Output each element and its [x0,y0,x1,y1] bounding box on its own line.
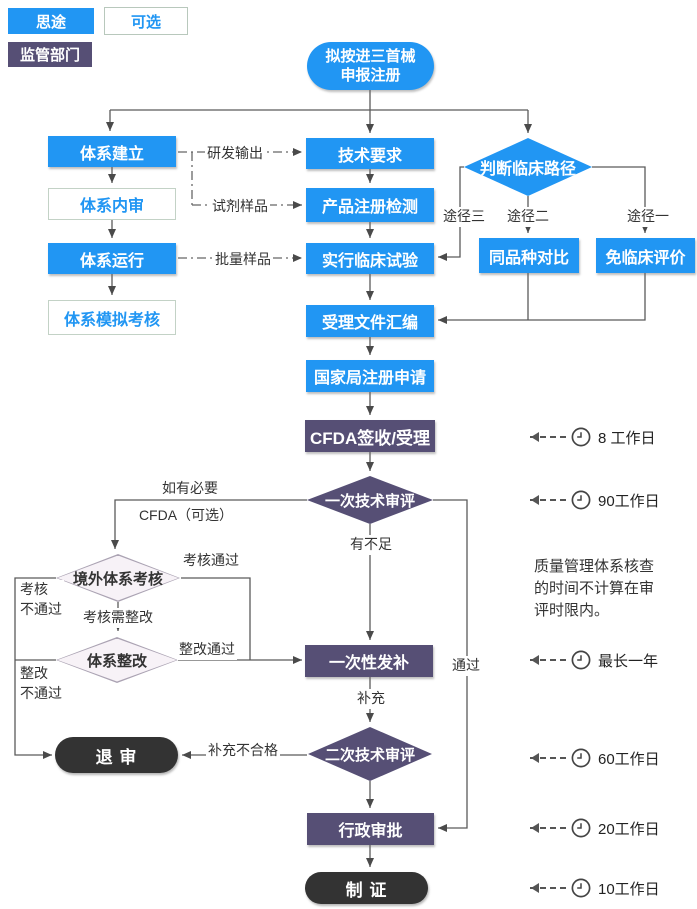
clock-icon [571,818,591,838]
decision-rectification-label: 体系整改 [86,652,147,670]
duration-label: 10工作日 [598,880,660,898]
dashed-arrow-left-icon [530,495,566,505]
dashed-arrow-left-icon [530,753,566,763]
edge-label-pathway3: 途径三 [441,207,487,227]
node-product-registration-testing: 产品注册检测 [306,188,434,222]
edge-label-rd-output: 研发输出 [205,144,265,164]
node-clinical-evaluation-exempt: 免临床评价 [596,238,695,273]
quality-system-note: 质量管理体系核查 的时间不计算在审 评时限内。 [534,558,655,619]
duration-label: 90工作日 [598,492,660,510]
duration-note-supplement: 最长一年 [530,648,658,672]
duration-note-approval: 20工作日 [530,816,660,840]
node-system-operation: 体系运行 [48,243,176,274]
node-certificate-issuance: 制 证 [305,872,428,904]
decision-second-review-label: 二次技术审评 [324,746,415,764]
edge-label-supplement-fail: 补充不合格 [206,741,280,761]
edge-label-rectify-pass: 整改通过 [177,640,237,660]
node-administrative-approval: 行政审批 [307,813,434,845]
duration-label: 最长一年 [598,652,659,670]
edge-label-audit-fail: 考核 不通过 [18,580,64,620]
decision-clinical-pathway-label: 判断临床路径 [479,161,576,178]
edge-label-audit-needs-rectify: 考核需整改 [81,608,155,628]
decision-first-review-label: 一次技术审评 [324,492,415,510]
clock-icon [571,878,591,898]
edge-label-pass: 通过 [450,656,482,676]
dashed-arrow-left-icon [530,432,566,442]
node-system-mock-assessment: 体系模拟考核 [48,300,176,335]
duration-note-acceptance: 8 工作日 [530,425,656,449]
clock-icon [571,650,591,670]
clock-icon [571,427,591,447]
node-same-variety-comparison: 同品种对比 [479,238,579,273]
edge-label-audit-pass: 考核通过 [181,551,241,571]
edge-label-supplement: 补充 [355,689,387,709]
node-cfda-acceptance: CFDA签收/受理 [305,420,435,452]
legend-optional: 可选 [104,7,188,35]
edge-label-rectify-fail: 整改 不通过 [18,664,64,704]
edge-label-pathway1: 途径一 [625,207,671,227]
duration-label: 20工作日 [598,820,660,838]
node-technical-requirements: 技术要求 [306,138,434,169]
legend-situ: 思途 [8,8,94,34]
dashed-arrow-left-icon [530,883,566,893]
node-nmpa-application: 国家局注册申请 [306,360,434,392]
node-start-registration: 拟按进三首械 申报注册 [307,42,434,90]
node-acceptance-dossier: 受理文件汇编 [306,305,434,337]
clock-icon [571,490,591,510]
dashed-arrow-left-icon [530,655,566,665]
node-system-establish: 体系建立 [48,136,176,167]
duration-note-first-review: 90工作日 [530,488,660,512]
dashed-arrow-left-icon [530,823,566,833]
duration-note-certificate: 10工作日 [530,876,660,900]
decision-overseas-audit-label: 境外体系考核 [72,570,163,588]
edge-label-batch-sample: 批量样品 [213,250,273,270]
duration-note-second-review: 60工作日 [530,746,660,770]
edge-label-insufficient: 有不足 [348,535,394,555]
duration-label: 8 工作日 [598,429,656,447]
node-clinical-trial: 实行临床试验 [306,243,434,274]
node-reject: 退 审 [55,737,178,773]
edge-label-if-necessary: 如有必要 [162,480,218,496]
edge-label-pathway2: 途径二 [505,207,551,227]
legend-regulator: 监管部门 [8,42,92,67]
edge-label-cfda-optional: CFDA（可选） [138,507,234,523]
node-system-internal-audit: 体系内审 [48,188,176,220]
duration-label: 60工作日 [598,750,660,768]
edge-label-reagent-sample: 试剂样品 [210,197,270,217]
clock-icon [571,748,591,768]
node-supplement-request: 一次性发补 [305,645,433,677]
